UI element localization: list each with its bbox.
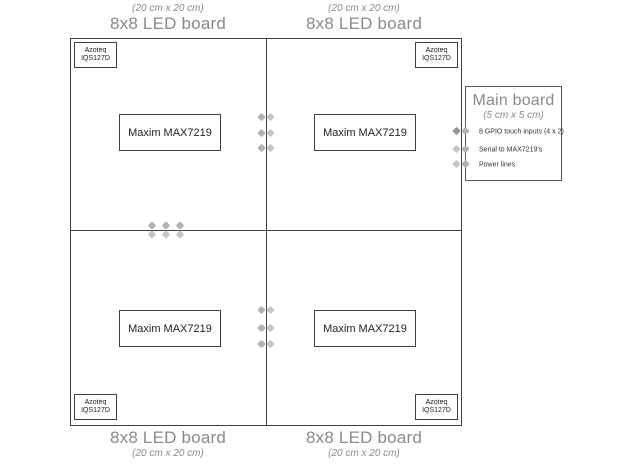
board-title-label: 8x8 LED board — [109, 14, 226, 33]
main-board-title: Main board — [472, 92, 555, 109]
board-title-label: 8x8 LED board — [109, 428, 226, 447]
legend-item-gpio: 8 GPIO touch inputs (4 x 2) — [479, 128, 564, 136]
connector-icon — [175, 221, 185, 239]
board-dimensions-label: (20 cm x 20 cm) — [328, 3, 400, 14]
board-divider-horizontal — [70, 230, 462, 231]
sensor-brand: Azoteq — [425, 399, 448, 406]
sensor-model: IQS127D — [81, 55, 110, 62]
connector-icon — [257, 112, 275, 122]
led-driver-label: Maxim MAX7219 — [128, 322, 212, 335]
board-title-top-right: (20 cm x 20 cm) 8x8 LED board — [264, 2, 464, 33]
legend-connector-icon-serial — [452, 144, 470, 154]
legend-connector-icon-power — [452, 159, 470, 169]
led-driver-label: Maxim MAX7219 — [323, 126, 407, 139]
main-board-box: Main board (5 cm x 5 cm) 8 GPIO touch in… — [465, 86, 564, 181]
board-title-label: 8x8 LED board — [305, 14, 422, 33]
connector-icon — [257, 128, 275, 138]
sensor-brand: Azoteq — [84, 399, 107, 406]
led-driver-label: Maxim MAX7219 — [323, 322, 407, 335]
touch-sensor-box-bottom-left: Azoteq IQS127D — [74, 394, 117, 420]
legend-item-power: Power lines — [479, 161, 516, 169]
sensor-brand: Azoteq — [425, 47, 448, 54]
led-driver-box-top-right: Maxim MAX7219 — [314, 114, 416, 151]
board-title-bottom-right: 8x8 LED board (20 cm x 20 cm) — [264, 429, 464, 460]
led-driver-box-bottom-left: Maxim MAX7219 — [119, 310, 221, 347]
connector-icon — [257, 143, 275, 153]
connector-icon — [257, 323, 275, 333]
connector-icon — [147, 221, 157, 239]
legend-connector-icon-gpio — [452, 126, 470, 136]
led-driver-box-bottom-right: Maxim MAX7219 — [314, 310, 416, 347]
board-title-top-left: (20 cm x 20 cm) 8x8 LED board — [68, 2, 268, 33]
board-dimensions-label: (20 cm x 20 cm) — [132, 448, 204, 459]
touch-sensor-box-top-left: Azoteq IQS127D — [74, 42, 117, 68]
legend-item-serial: Serial to MAX7219's — [479, 146, 543, 154]
touch-sensor-box-top-right: Azoteq IQS127D — [415, 42, 458, 68]
board-dimensions-label: (20 cm x 20 cm) — [328, 448, 400, 459]
sensor-model: IQS127D — [422, 55, 451, 62]
board-dimensions-label: (20 cm x 20 cm) — [132, 3, 204, 14]
board-title-label: 8x8 LED board — [305, 428, 422, 447]
led-driver-box-top-left: Maxim MAX7219 — [119, 114, 221, 151]
connector-icon — [257, 339, 275, 349]
sensor-model: IQS127D — [422, 407, 451, 414]
touch-sensor-box-bottom-right: Azoteq IQS127D — [415, 394, 458, 420]
connector-icon — [161, 221, 171, 239]
sensor-model: IQS127D — [81, 407, 110, 414]
sensor-brand: Azoteq — [84, 47, 107, 54]
main-board-dimensions: (5 cm x 5 cm) — [483, 110, 544, 121]
connector-icon — [257, 305, 275, 315]
led-driver-label: Maxim MAX7219 — [128, 126, 212, 139]
board-title-bottom-left: 8x8 LED board (20 cm x 20 cm) — [68, 429, 268, 460]
board-divider-vertical — [266, 38, 267, 426]
